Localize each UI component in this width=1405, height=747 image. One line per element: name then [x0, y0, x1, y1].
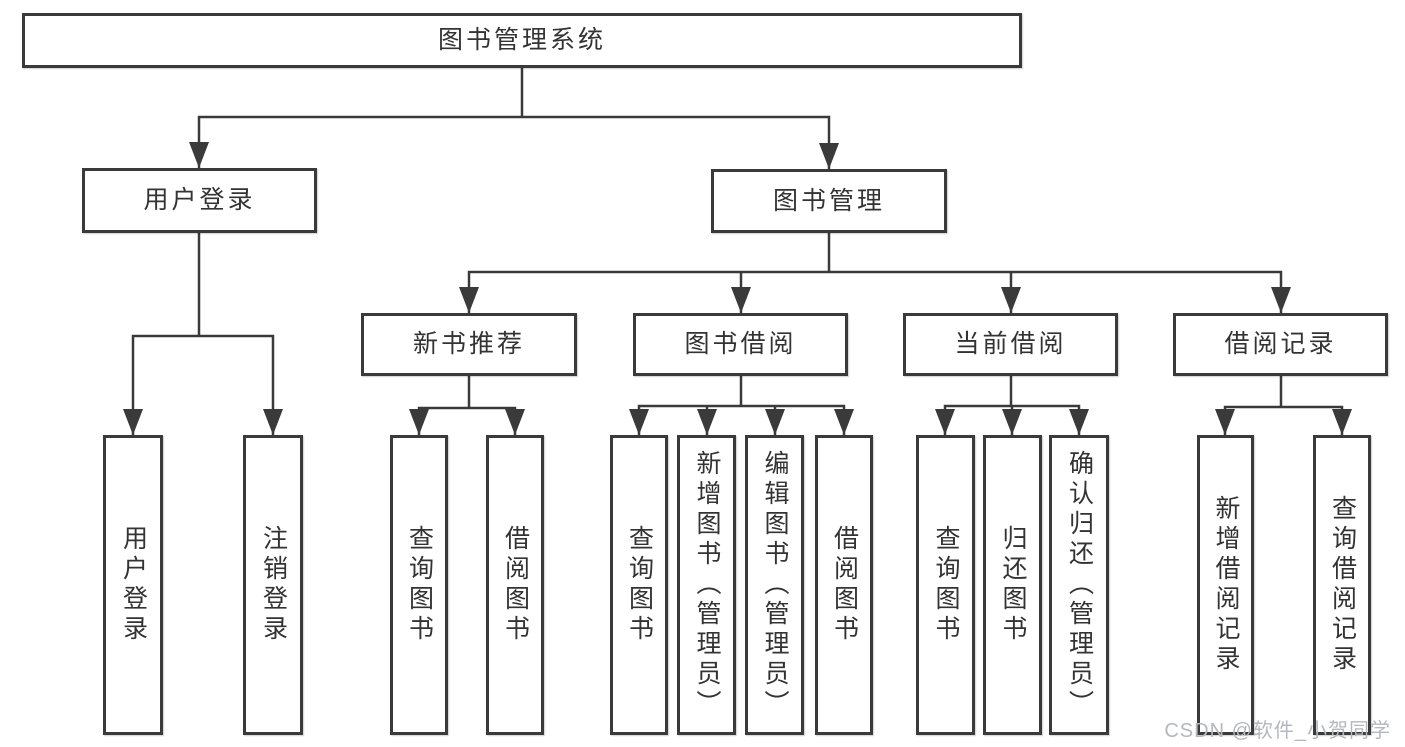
leaf-borrow-edit-book-admin: 编辑图书（管理员）	[745, 435, 804, 735]
node-label: 图书管理系统	[437, 26, 606, 55]
node-new-book-recommend: 新书推荐	[361, 313, 577, 376]
connector-recommend-to-leaves	[417, 374, 517, 437]
leaf-current-return-book: 归还图书	[983, 435, 1042, 735]
node-label: 确认归还（管理员）	[1065, 450, 1094, 720]
node-label: 编辑图书（管理员）	[761, 450, 789, 720]
node-label: 借阅图书	[830, 525, 859, 645]
leaf-record-add: 新增借阅记录	[1197, 435, 1254, 735]
node-label: 新增借阅记录	[1212, 495, 1240, 675]
node-label: 新书推荐	[412, 330, 525, 359]
node-label: 用户登录	[119, 525, 148, 645]
leaf-borrow-query-book: 查询图书	[610, 435, 668, 735]
leaf-user-login: 用户登录	[103, 435, 163, 735]
node-label: 借阅图书	[501, 525, 530, 645]
leaf-current-confirm-return-admin: 确认归还（管理员）	[1049, 435, 1109, 735]
node-label: 用户登录	[143, 186, 256, 215]
leaf-recommend-query-book: 查询图书	[390, 435, 448, 735]
connector-records-to-leaves	[1223, 374, 1344, 437]
node-label: 查询图书	[625, 525, 654, 645]
connector-login-to-leaves	[131, 231, 275, 437]
csdn-watermark: CSDN @软件_小贺同学	[1164, 720, 1391, 742]
leaf-recommend-borrow-book: 借阅图书	[486, 435, 544, 735]
node-label: 归还图书	[999, 525, 1027, 645]
node-label: 图书管理	[772, 186, 885, 215]
leaf-current-query-book: 查询图书	[916, 435, 975, 735]
node-label: 查询图书	[405, 525, 434, 645]
node-root-system: 图书管理系统	[22, 13, 1022, 68]
connector-management-to-level3	[467, 231, 1283, 315]
connector-root-to-level2	[197, 66, 831, 171]
leaf-borrow-borrow-book: 借阅图书	[815, 435, 873, 735]
node-label: 当前借阅	[954, 330, 1067, 359]
leaf-logout: 注销登录	[243, 435, 303, 735]
node-label: 图书借阅	[684, 330, 797, 359]
node-label: 查询图书	[932, 525, 960, 645]
node-book-borrow: 图书借阅	[633, 313, 848, 376]
leaf-borrow-add-book-admin: 新增图书（管理员）	[677, 435, 736, 735]
node-borrow-records: 借阅记录	[1173, 313, 1388, 376]
node-label: 新增图书（管理员）	[693, 450, 721, 720]
node-current-borrow: 当前借阅	[903, 313, 1118, 376]
connector-borrow-to-leaves	[637, 374, 846, 437]
arrowheads	[123, 142, 1352, 435]
node-user-login: 用户登录	[82, 168, 317, 233]
node-book-management: 图书管理	[711, 169, 947, 233]
node-label: 注销登录	[259, 525, 288, 645]
node-label: 借阅记录	[1224, 330, 1337, 359]
leaf-record-query: 查询借阅记录	[1313, 435, 1371, 735]
node-label: 查询借阅记录	[1328, 495, 1357, 675]
